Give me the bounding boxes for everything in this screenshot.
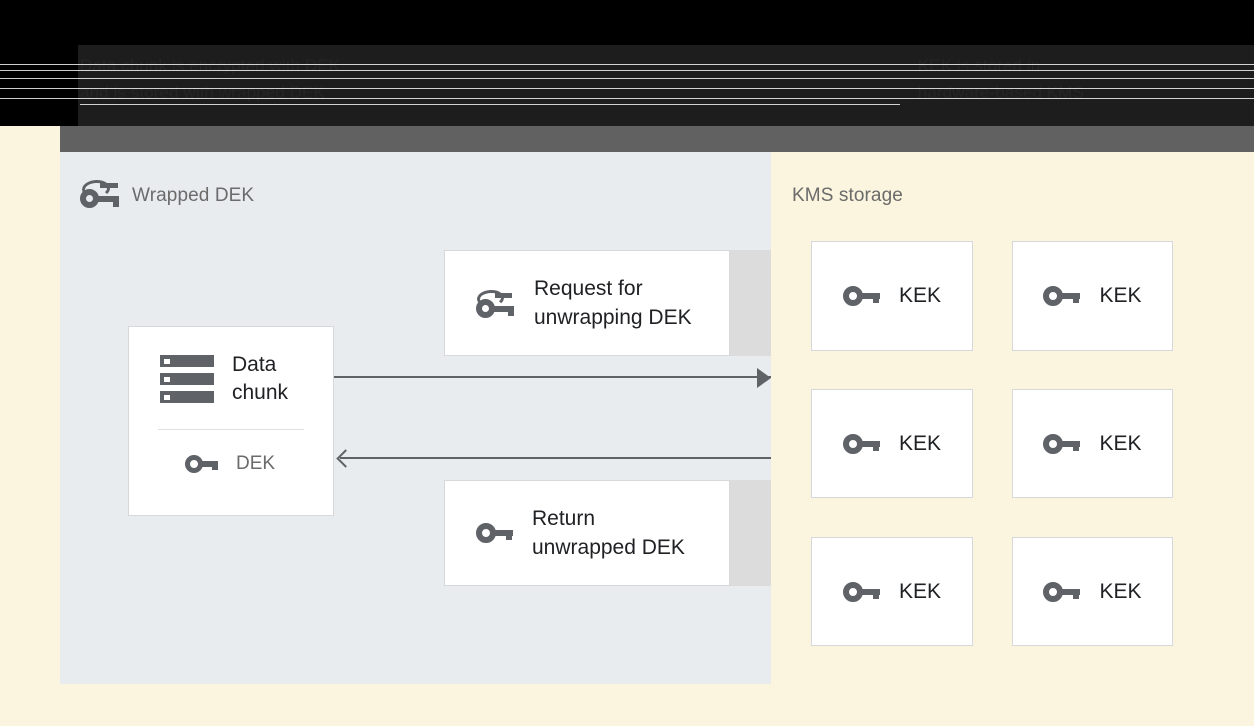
data-chunk-label: Data chunk (232, 353, 289, 404)
request-arrow-line (334, 376, 771, 378)
artifact-scanline (0, 70, 1254, 71)
key-icon (185, 452, 218, 476)
kek-label: KEK (898, 431, 942, 455)
request-arrow-head (757, 368, 771, 388)
kek-card[interactable]: KEK (811, 389, 973, 498)
artifact-scanline (0, 98, 1254, 99)
header-dark-band: Data chunk is encrypted with DEK and is … (0, 0, 1254, 126)
return-unwrapped-dek-card[interactable]: Return unwrapped DEK (444, 480, 730, 586)
kek-card[interactable]: KEK (811, 241, 973, 351)
request-unwrap-dek-card[interactable]: Request for unwrapping DEK (444, 250, 730, 356)
kek-card[interactable]: KEK (1012, 241, 1173, 351)
key-icon (1043, 283, 1081, 309)
kek-card[interactable]: KEK (1012, 537, 1173, 646)
kek-card[interactable]: KEK (811, 537, 973, 646)
return-card-band (729, 480, 771, 586)
kms-storage-panel-title: KMS storage (792, 185, 903, 206)
key-icon (842, 431, 880, 457)
artifact-scanline (80, 104, 900, 105)
key-icon (1043, 431, 1081, 457)
wrapped-key-icon (476, 287, 514, 319)
server-icon (160, 355, 214, 403)
kek-card[interactable]: KEK (1012, 389, 1173, 498)
header-gray-notch (0, 126, 60, 152)
header-gray-band (0, 126, 1254, 152)
dek-row: DEK (129, 430, 333, 476)
header-dark-inner (0, 45, 1254, 126)
card-divider (158, 429, 304, 430)
return-card-content: Return unwrapped DEK (445, 504, 685, 562)
data-chunk-row: Data chunk (129, 327, 333, 407)
dek-label: DEK (236, 453, 276, 474)
artifact-scanline (0, 88, 1254, 89)
key-icon (1043, 579, 1081, 605)
kek-label: KEK (1099, 579, 1142, 603)
wrapped-dek-panel-title: Wrapped DEK (132, 185, 255, 206)
data-chunk-card[interactable]: Data chunk DEK (128, 326, 334, 516)
artifact-scanline (0, 78, 1254, 79)
return-arrow-line (340, 457, 771, 459)
header-dark-notch (0, 45, 78, 126)
key-icon (476, 520, 513, 546)
wrapped-key-icon (80, 178, 119, 210)
request-card-label: Request for unwrapping DEK (534, 277, 692, 329)
key-icon (842, 283, 880, 309)
kek-label: KEK (898, 579, 942, 603)
key-icon (842, 579, 880, 605)
request-card-content: Request for unwrapping DEK (445, 274, 692, 332)
kek-label: KEK (1099, 284, 1142, 307)
artifact-scanline (0, 64, 1254, 65)
kek-label: KEK (1099, 431, 1142, 455)
request-card-band (729, 250, 771, 356)
kek-label: KEK (898, 284, 942, 307)
return-card-label: Return unwrapped DEK (532, 507, 685, 559)
